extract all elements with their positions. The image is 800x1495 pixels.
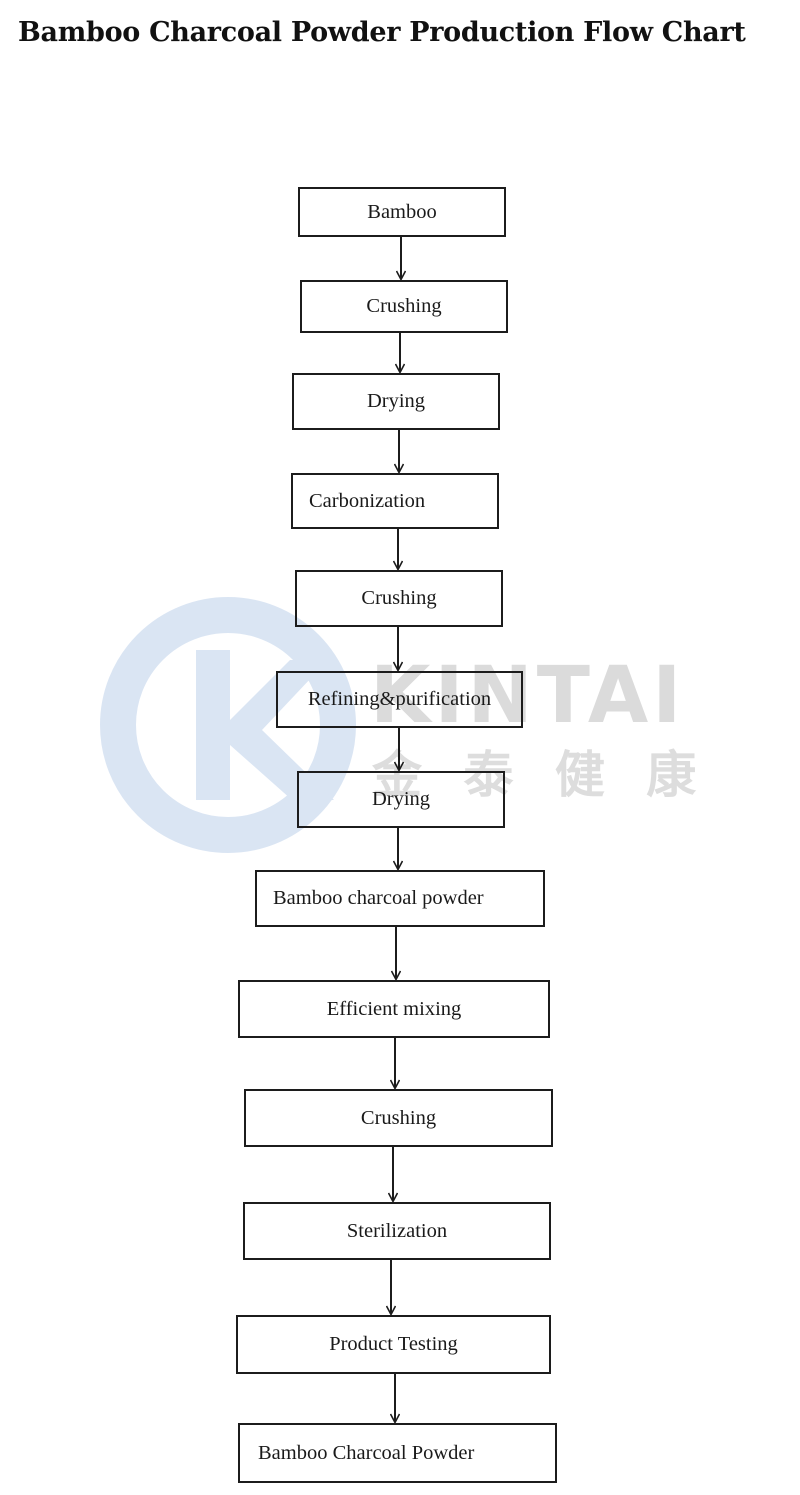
step-label: Bamboo [367, 200, 437, 223]
step-label: Drying [366, 390, 426, 412]
flow-step-final-product: Bamboo Charcoal Powder [238, 1423, 557, 1483]
step-label: Crushing [361, 587, 437, 609]
step-label: Crushing [360, 1106, 437, 1129]
flow-step-drying-2: Drying [297, 771, 505, 828]
flow-step-crushing-1: Crushing [300, 280, 508, 333]
flow-step-sterilization: Sterilization [243, 1202, 551, 1260]
flow-step-refining: Refining&purification [276, 671, 523, 728]
flow-step-drying-1: Drying [292, 373, 500, 430]
flow-step-crushing-2: Crushing [295, 570, 503, 627]
step-label: Efficient mixing [326, 997, 462, 1020]
flow-step-crushing-3: Crushing [244, 1089, 553, 1147]
page-title: Bamboo Charcoal Powder Production Flow C… [18, 17, 746, 48]
step-label: Bamboo charcoal powder [273, 887, 484, 909]
step-label: Carbonization [309, 489, 426, 512]
step-label: Crushing [366, 295, 442, 317]
flow-step-efficient-mixing: Efficient mixing [238, 980, 550, 1038]
step-label: Bamboo Charcoal Powder [258, 1441, 475, 1464]
step-label: Refining&purification [307, 688, 492, 710]
step-label: Product Testing [329, 1333, 458, 1355]
flow-step-bamboo-charcoal-powder: Bamboo charcoal powder [255, 870, 545, 927]
flow-step-product-testing: Product Testing [236, 1315, 551, 1374]
step-label: Sterilization [346, 1219, 448, 1242]
step-label: Drying [371, 788, 431, 810]
flow-step-bamboo: Bamboo [298, 187, 506, 237]
flow-step-carbonization: Carbonization [291, 473, 499, 529]
